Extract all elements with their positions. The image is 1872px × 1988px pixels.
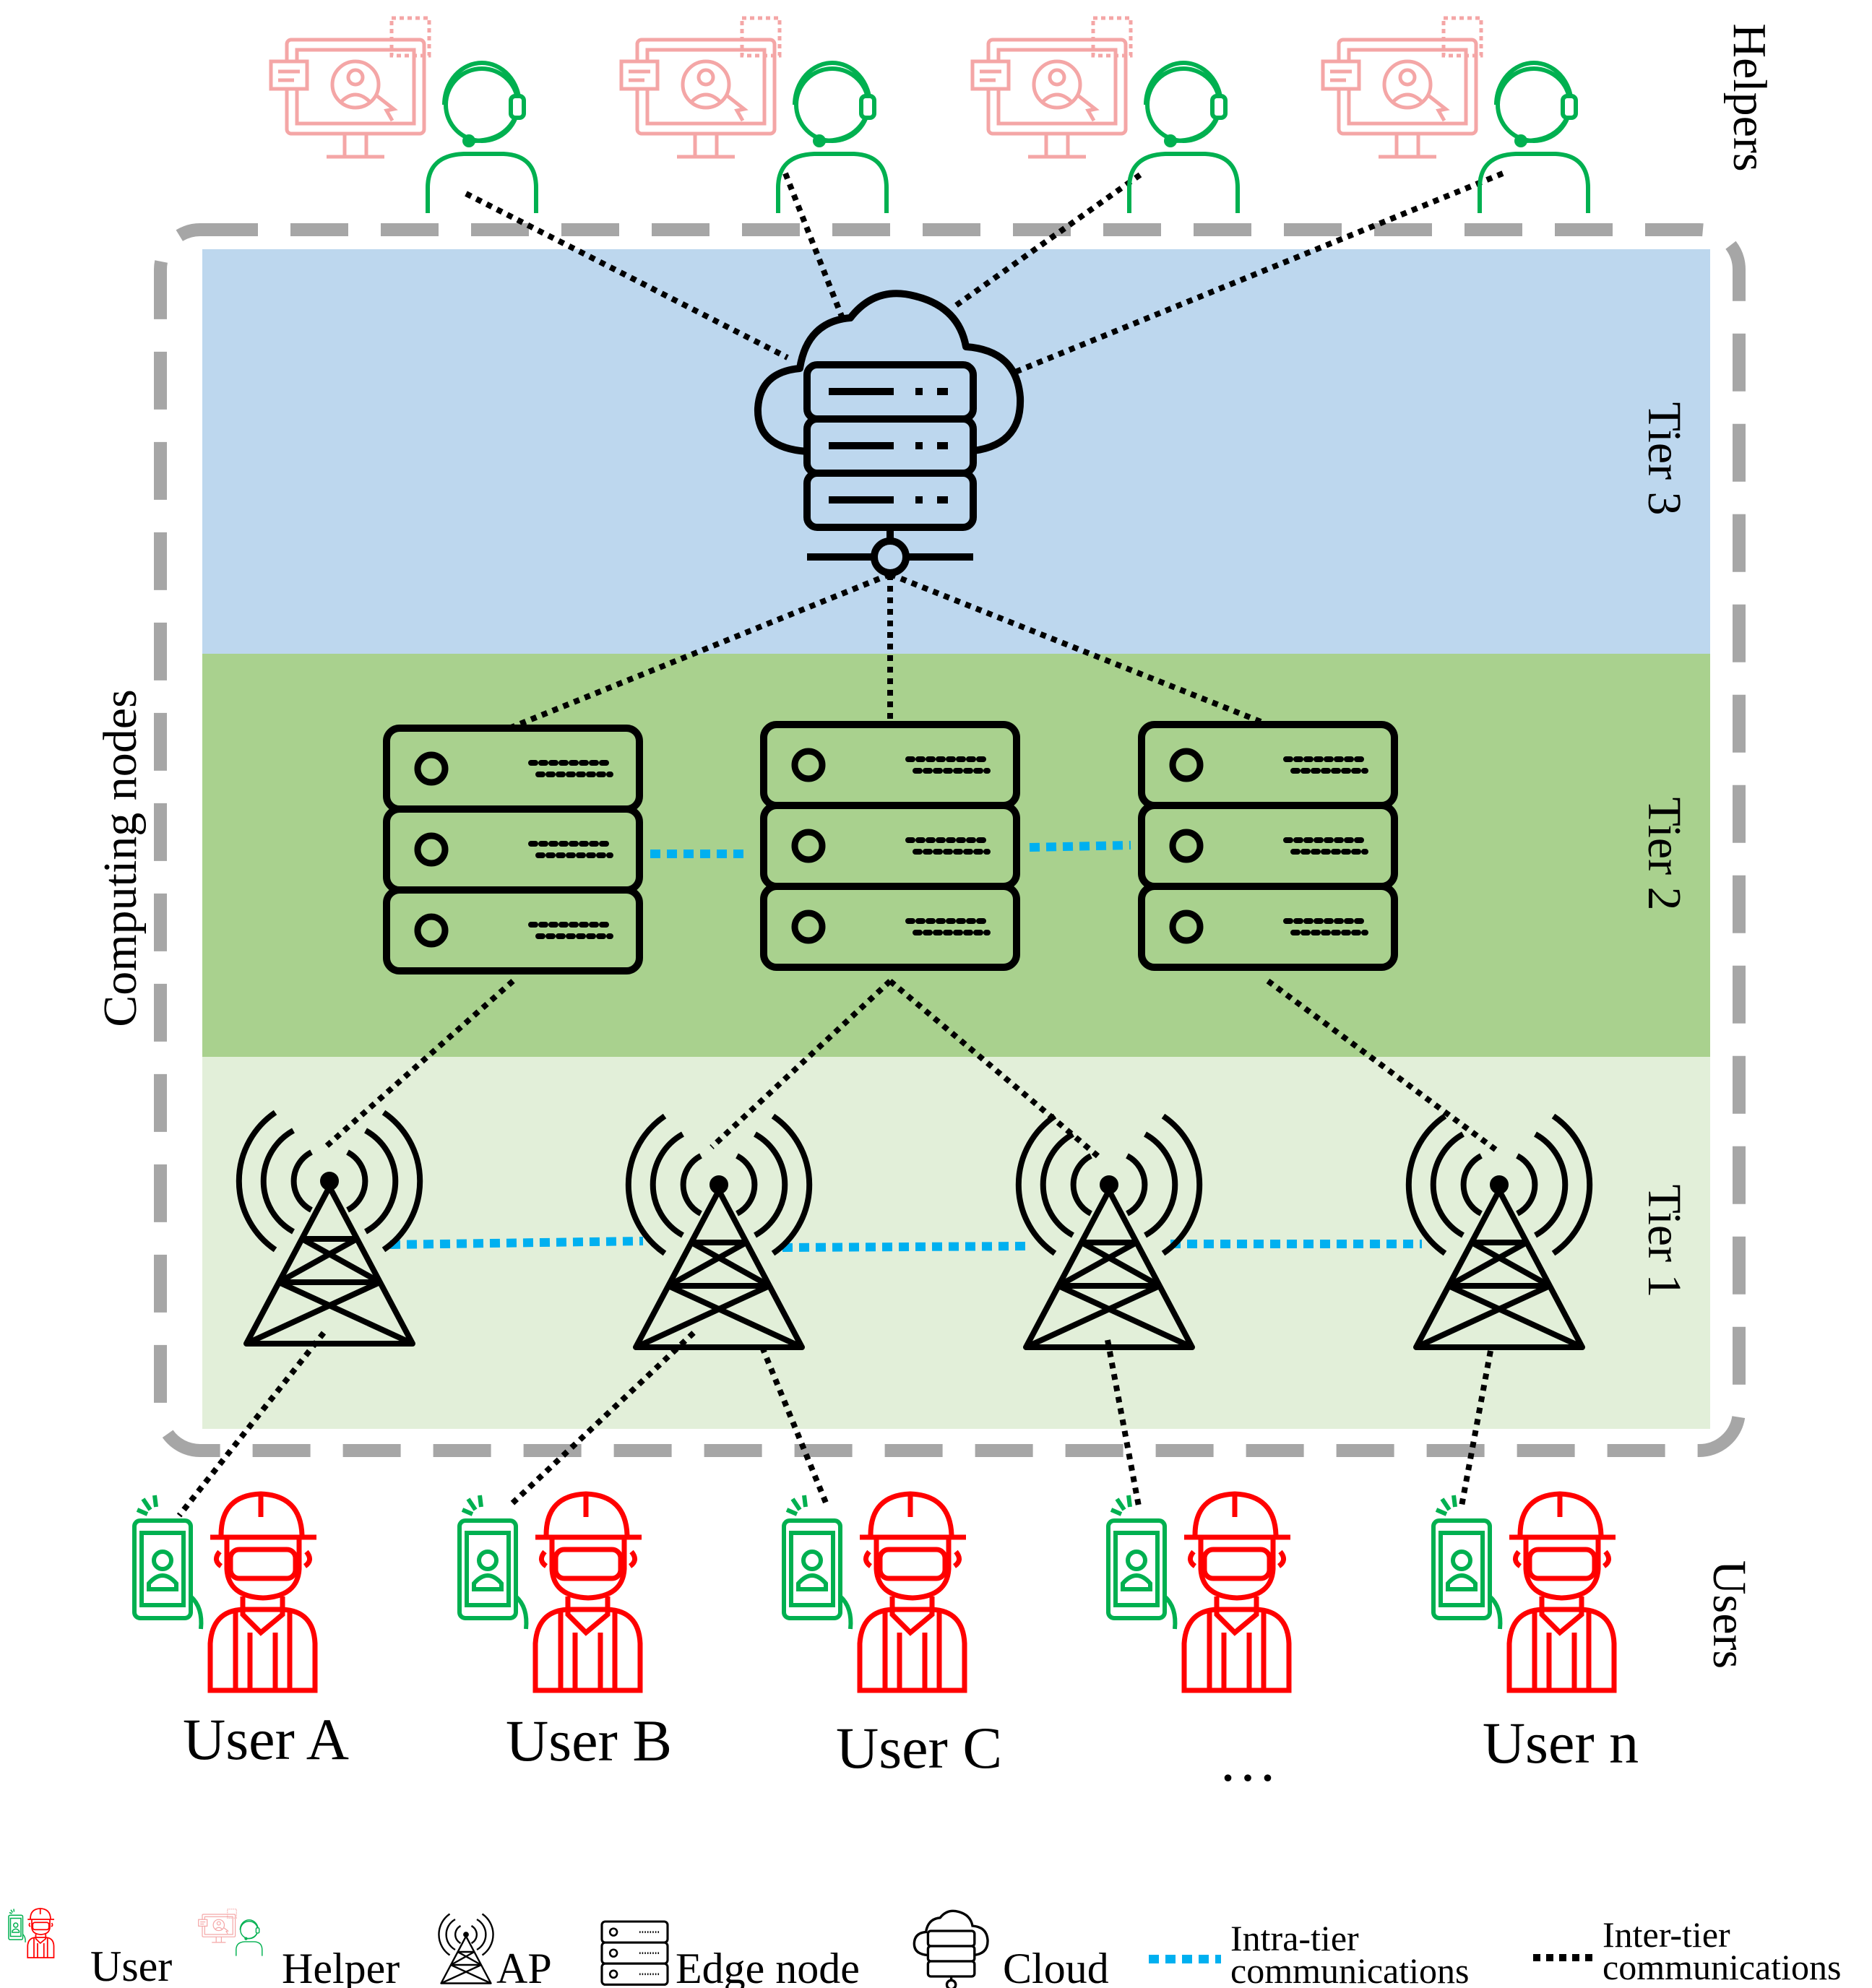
legend-intra-label-2: communications xyxy=(1230,1950,1470,1988)
edge-node-icon-1 xyxy=(387,728,639,971)
legend-inter-label-1: Inter-tier xyxy=(1603,1914,1730,1955)
user-label-c: User C xyxy=(836,1715,1002,1781)
inter-tier-links xyxy=(176,170,1504,1518)
helper-icon-4 xyxy=(1323,18,1588,213)
users-label: Users xyxy=(1703,1560,1756,1669)
legend: User Helper AP Edge node xyxy=(8,1908,1842,1988)
computing-nodes-label: Computing nodes xyxy=(94,689,147,1027)
helpers-row xyxy=(271,18,1588,213)
legend-user-icon xyxy=(8,1908,55,1958)
tier2-label: Tier 2 xyxy=(1638,797,1691,910)
user-label-ellipsis: … xyxy=(1218,1728,1277,1794)
user-label-n: User n xyxy=(1483,1710,1639,1776)
computing-nodes-boundary xyxy=(154,223,1746,1457)
edge-node-icon-3 xyxy=(1142,725,1394,967)
helper-icon-1 xyxy=(271,18,536,213)
helpers-label: Helpers xyxy=(1723,23,1776,171)
user-icon-a xyxy=(134,1494,316,1690)
edge-node-icon-2 xyxy=(764,725,1017,967)
user-icon-n xyxy=(1433,1494,1616,1690)
legend-cloud-label: Cloud xyxy=(1003,1945,1109,1988)
user-icon-c xyxy=(784,1494,966,1690)
user-icon-d xyxy=(1108,1494,1290,1690)
legend-ap-icon xyxy=(438,1913,494,1984)
legend-helper-label: Helper xyxy=(282,1945,400,1988)
user-label-a: User A xyxy=(183,1706,349,1772)
legend-ap-label: AP xyxy=(496,1945,552,1988)
user-icon-b xyxy=(460,1494,642,1690)
legend-helper-icon xyxy=(198,1909,263,1957)
legend-inter-label-2: communications xyxy=(1603,1947,1842,1987)
legend-edge-node-label: Edge node xyxy=(676,1945,860,1988)
intra-tier-links xyxy=(389,841,1422,1252)
user-label-b: User B xyxy=(506,1708,672,1773)
legend-intra-label-1: Intra-tier xyxy=(1230,1918,1359,1958)
helper-icon-3 xyxy=(972,18,1238,213)
helper-icon-2 xyxy=(621,18,887,213)
tier1-label: Tier 1 xyxy=(1638,1184,1691,1297)
legend-user-label: User xyxy=(90,1942,172,1988)
tier3-label: Tier 3 xyxy=(1638,402,1691,515)
